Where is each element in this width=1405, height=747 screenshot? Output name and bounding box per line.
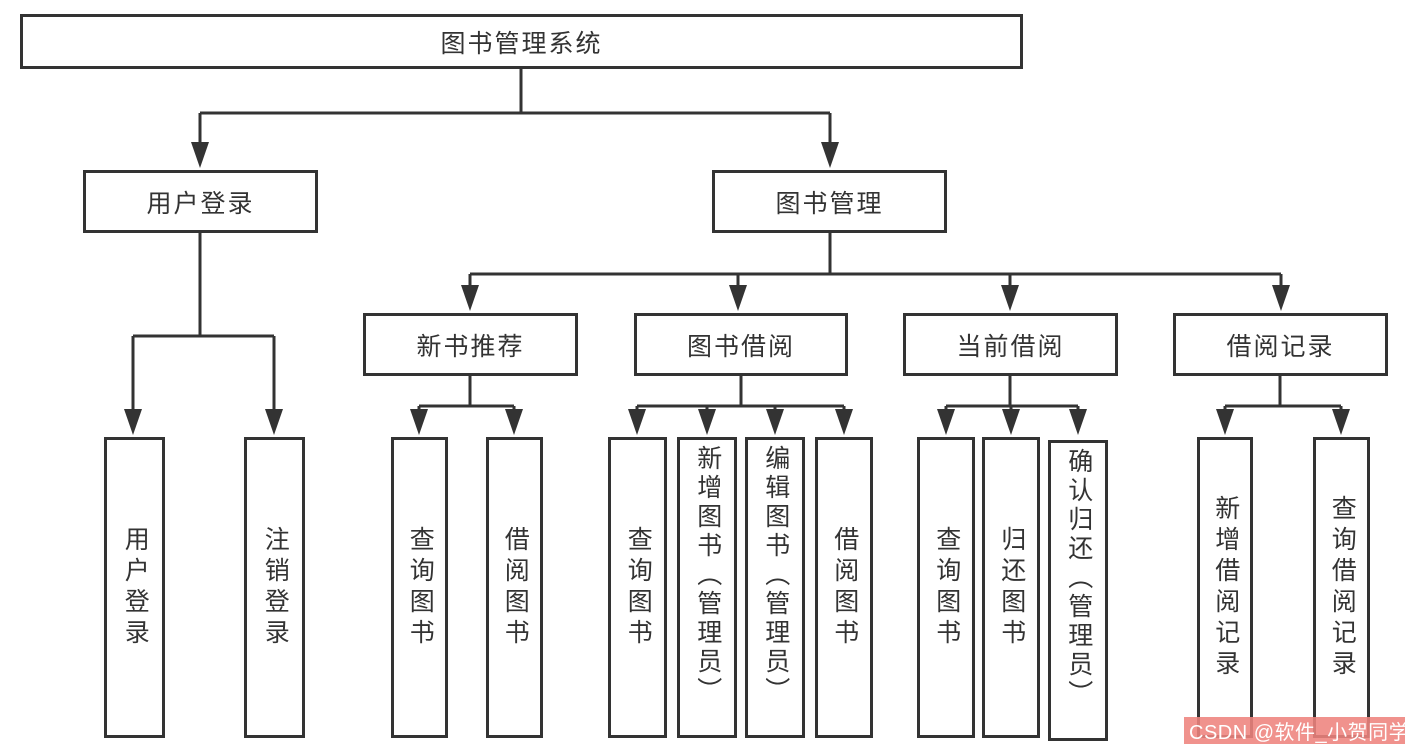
node-leaf-edit-books-admin: 编辑图书（管理员） (745, 437, 805, 738)
arrowhead (1216, 409, 1234, 435)
arrowhead (191, 142, 209, 168)
arrowhead (1332, 409, 1350, 435)
node-leaf-add-borrow-record-label: 新增借阅记录 (1211, 494, 1240, 681)
connector-root (198, 69, 832, 146)
arrowhead (628, 409, 646, 435)
node-leaf-logout-label: 注销登录 (261, 525, 290, 650)
arrowhead (265, 409, 283, 435)
connector-user-login (131, 233, 276, 412)
node-leaf-logout: 注销登录 (244, 437, 305, 738)
node-leaf-query-books-recommend: 查询图书 (391, 437, 448, 738)
node-leaf-user-login: 用户登录 (104, 437, 165, 738)
node-leaf-query-books-borrow: 查询图书 (608, 437, 667, 738)
arrowhead (505, 409, 523, 435)
node-leaf-query-borrow-record-label: 查询借阅记录 (1328, 494, 1357, 681)
connector-borrow-records (1223, 376, 1343, 412)
arrowhead (1001, 285, 1019, 311)
node-leaf-query-books-borrow-label: 查询图书 (624, 525, 653, 650)
connector-book-management (468, 233, 1283, 288)
arrowhead (1069, 409, 1087, 435)
node-leaf-borrow-books-recommend: 借阅图书 (486, 437, 543, 738)
node-leaf-edit-books-admin-label: 编辑图书（管理员） (761, 445, 790, 706)
node-leaf-return-books-label: 归还图书 (997, 525, 1026, 650)
node-leaf-query-books-current: 查询图书 (917, 437, 975, 738)
connector-book-borrow (635, 376, 846, 412)
arrowhead (461, 285, 479, 311)
arrowhead (410, 409, 428, 435)
node-book-borrow: 图书借阅 (634, 313, 848, 376)
node-borrow-records: 借阅记录 (1173, 313, 1388, 376)
node-leaf-borrow-books: 借阅图书 (815, 437, 873, 738)
node-leaf-borrow-books-label: 借阅图书 (830, 525, 859, 650)
node-leaf-add-books-admin: 新增图书（管理员） (677, 437, 737, 738)
node-leaf-borrow-books-recommend-label: 借阅图书 (501, 525, 530, 650)
connector-current-borrow (944, 376, 1080, 412)
node-current-borrow: 当前借阅 (903, 313, 1118, 376)
node-new-book-recommend: 新书推荐 (363, 313, 578, 376)
node-leaf-add-books-admin-label: 新增图书（管理员） (693, 445, 722, 706)
node-leaf-confirm-return-admin: 确认归还（管理员） (1048, 440, 1108, 741)
arrowhead (698, 409, 716, 435)
arrowhead (821, 142, 839, 168)
node-leaf-query-books-current-label: 查询图书 (932, 525, 961, 650)
node-leaf-add-borrow-record: 新增借阅记录 (1197, 437, 1253, 738)
arrowhead (1002, 409, 1020, 435)
arrowhead (766, 409, 784, 435)
node-leaf-return-books: 归还图书 (982, 437, 1040, 738)
node-root-library-system: 图书管理系统 (20, 14, 1023, 69)
arrowhead (937, 409, 955, 435)
arrowhead (1272, 285, 1290, 311)
connector-new-book (417, 376, 516, 412)
node-user-login: 用户登录 (83, 170, 318, 233)
node-book-management: 图书管理 (712, 170, 947, 233)
node-leaf-query-books-recommend-label: 查询图书 (406, 525, 435, 650)
node-leaf-user-login-label: 用户登录 (121, 525, 150, 650)
node-leaf-query-borrow-record: 查询借阅记录 (1313, 437, 1370, 738)
node-leaf-confirm-return-admin-label: 确认归还（管理员） (1064, 448, 1093, 709)
arrowhead (124, 409, 142, 435)
csdn-watermark: CSDN @软件_小贺同学 (1184, 717, 1405, 744)
arrowhead (729, 285, 747, 311)
arrowhead (835, 409, 853, 435)
